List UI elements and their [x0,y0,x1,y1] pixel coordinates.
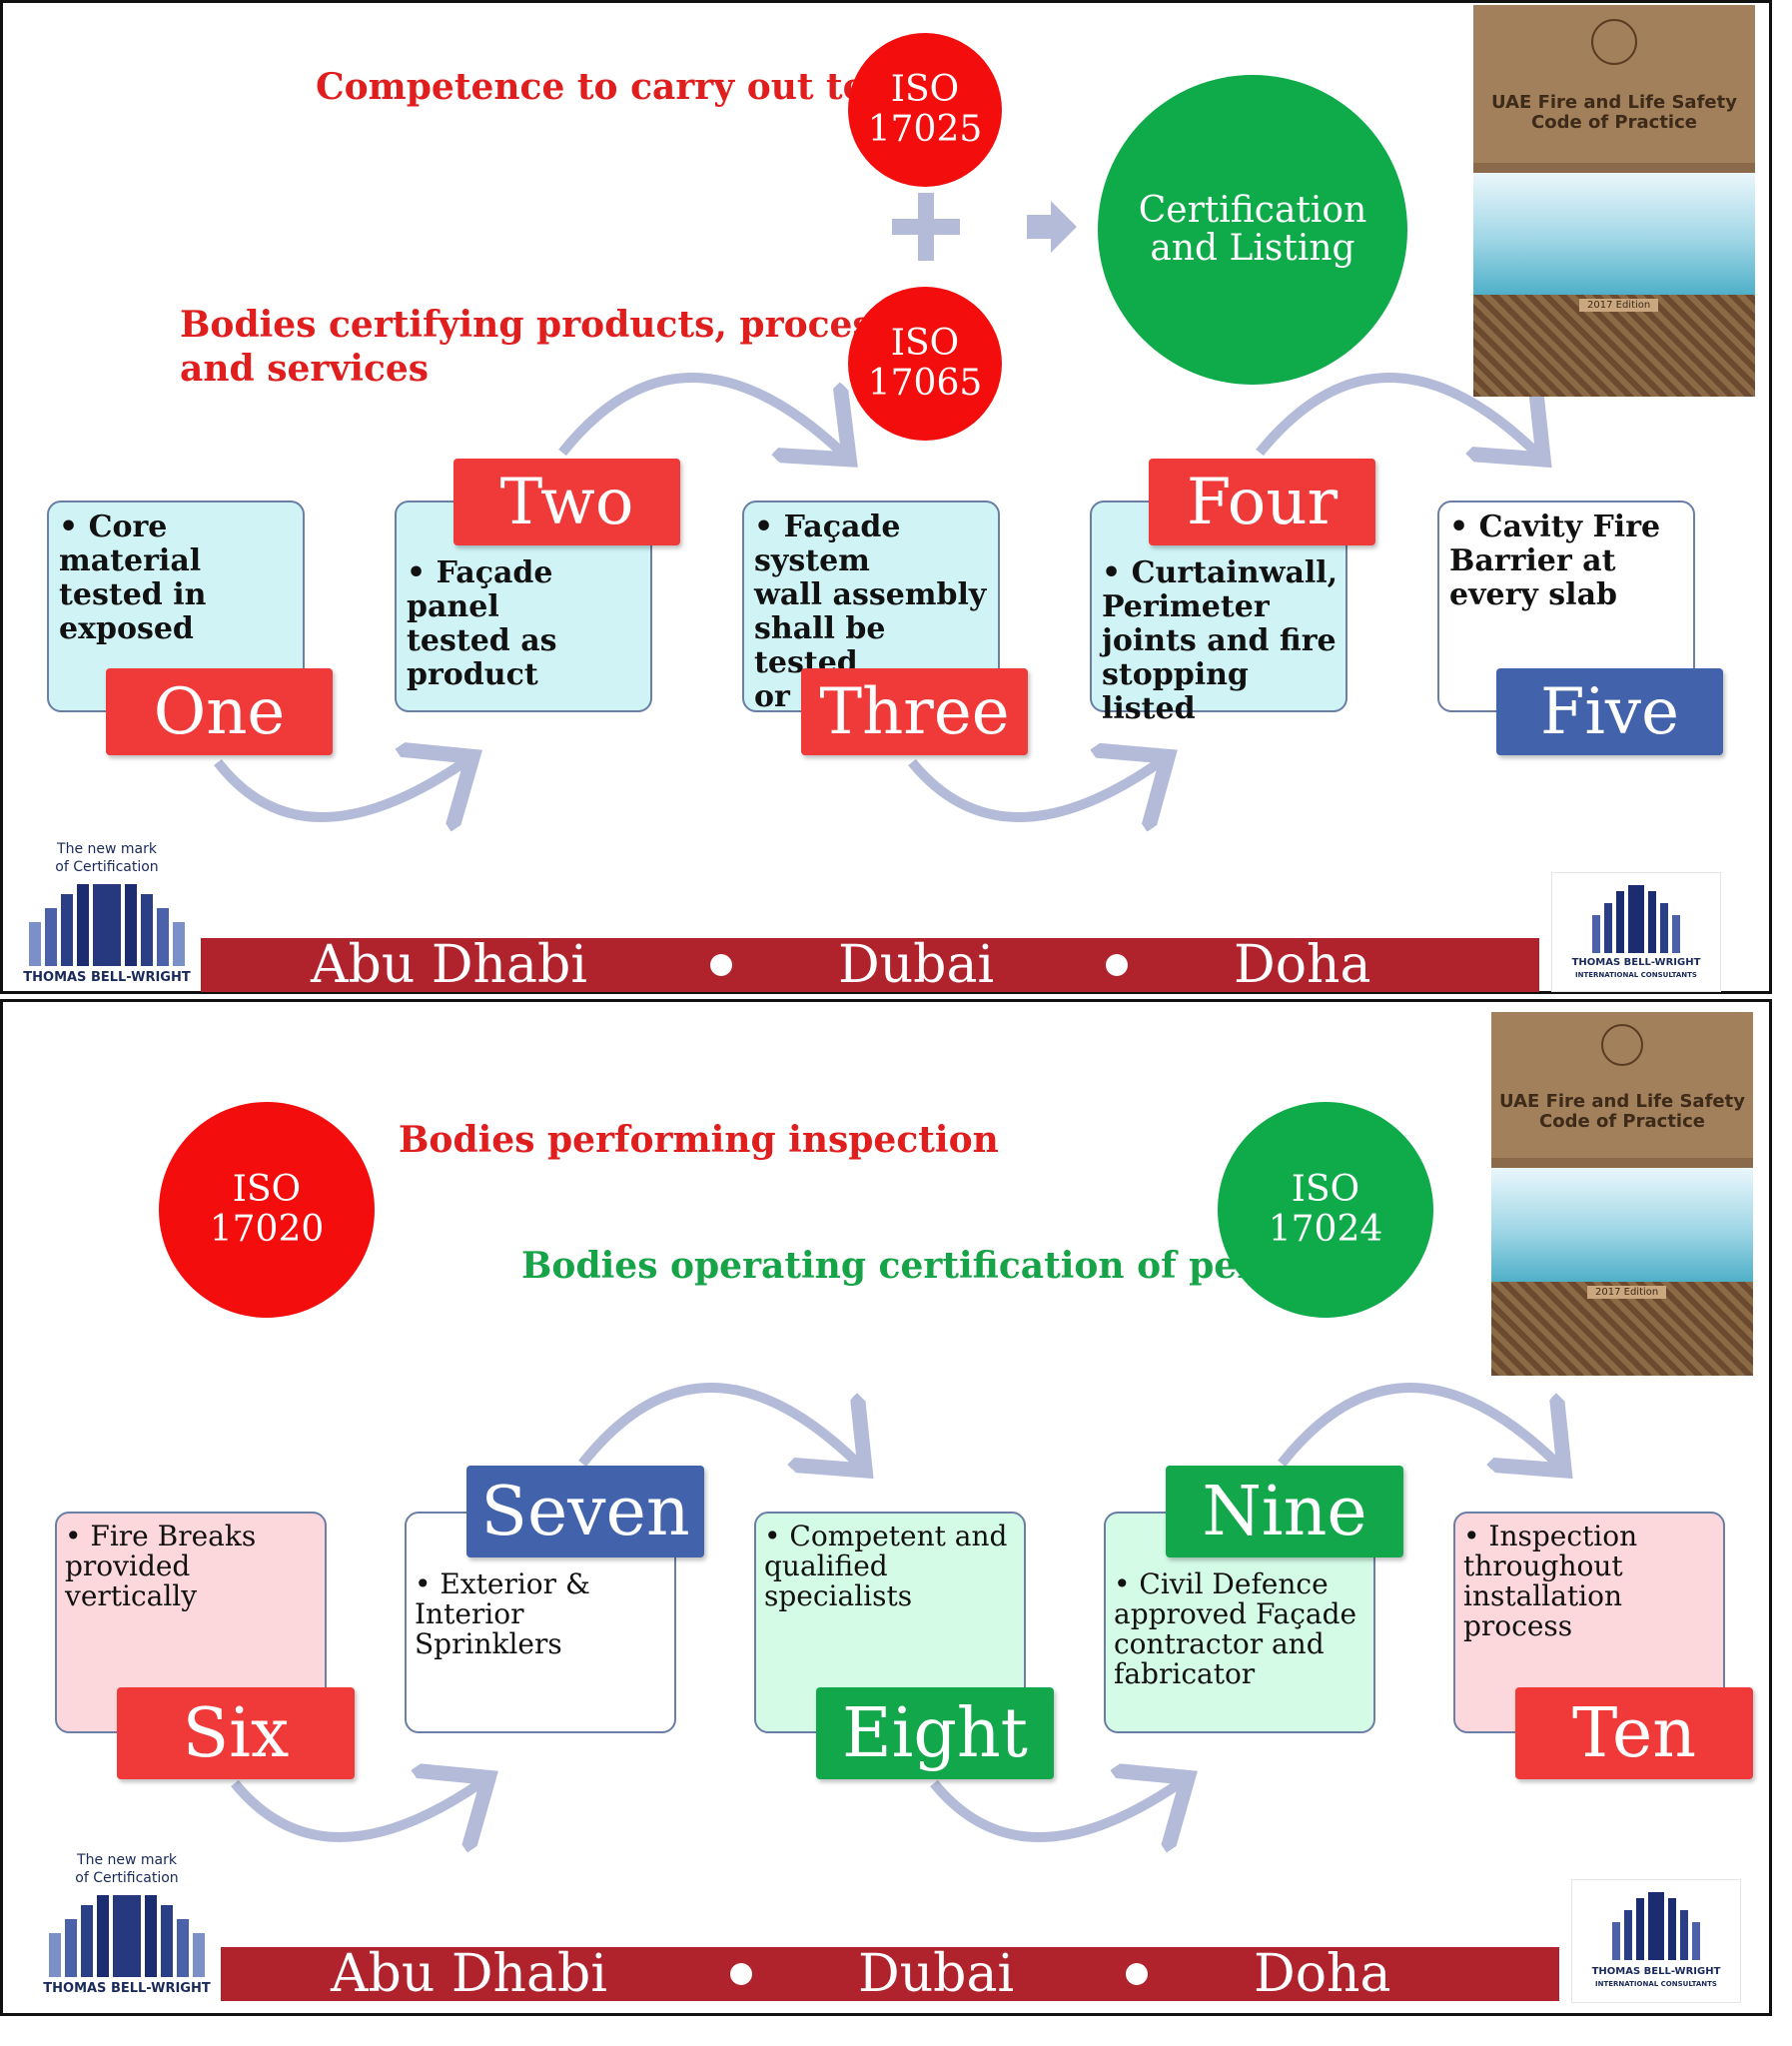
bodies-certifying-text: Bodies certifying products, processes an… [180,304,937,390]
building-logo-icon [1612,1892,1700,1960]
banner-dot [710,954,732,976]
banner-dot [730,1963,752,1985]
iso-17025-circle: ISO 17025 [848,33,1002,187]
arrow-eight-nine [930,1783,1180,1837]
book-title: UAE Fire and Life Safety Code of Practic… [1491,92,1737,133]
book-edition: 2017 Edition [1587,1286,1667,1299]
step-ten-text: • Inspection throughout installation pro… [1463,1520,1638,1642]
persons-text: Bodies operating certification of person… [521,1245,1346,1287]
step-three-label: Three [801,668,1028,755]
step-eight-label: Eight [816,1687,1054,1779]
iso-17024-circle: ISO 17024 [1218,1102,1433,1318]
logo-tagline: The new mark of Certification [55,841,159,875]
slide-1: Competence to carry out tests ISO 17025 … [0,0,1772,995]
step-four-label: Four [1149,459,1375,545]
step-seven-label: Seven [466,1466,704,1557]
emblem-icon [1601,1024,1643,1066]
certification-listing-label: Certification and Listing [1138,190,1367,269]
building-logo-icon [1592,885,1680,953]
arrow-four-five [1256,373,1536,453]
banner-city-abu-dhabi: Abu Dhabi [331,1944,607,2004]
flow-arrows [214,373,1771,992]
logo-left: The new mark of Certification THOMAS BEL… [23,840,191,990]
arrow-six-seven [231,1783,480,1837]
step-ten-label: Ten [1515,1687,1753,1779]
iso-17025-label: ISO 17025 [867,69,983,150]
arrow-three-four [908,762,1160,817]
building-logo-icon [49,1895,205,1977]
step-two-label: Two [453,459,680,545]
step-five-text: • Cavity Fire Barrier at every slab [1449,510,1661,612]
logo-right: THOMAS BELL-WRIGHT INTERNATIONAL CONSULT… [1571,1879,1741,2003]
banner-city-doha: Doha [1254,1944,1391,2004]
iso-17024-label: ISO 17024 [1268,1169,1383,1250]
step-eight-text: • Competent and qualified specialists [764,1520,1008,1612]
logo-tagline: The new mark of Certification [75,1852,179,1886]
step-seven-text: • Exterior & Interior Sprinklers [415,1567,590,1660]
logo-left: The new mark of Certification THOMAS BEL… [43,1851,211,2001]
building-logo-icon [29,884,185,966]
step-six-label: Six [117,1687,355,1779]
banner-city-dubai: Dubai [858,1944,1015,2004]
code-of-practice-book: UAE Fire and Life Safety Code of Practic… [1473,5,1755,397]
certification-listing-circle: Certification and Listing [1098,75,1407,385]
iso-17020-label: ISO 17020 [209,1169,325,1250]
logo-right-sub: INTERNATIONAL CONSULTANTS [1595,1980,1717,1988]
banner-city-dubai: Dubai [838,935,995,995]
banner-city-doha: Doha [1234,935,1371,995]
arrow-seven-eight [578,1383,858,1464]
logo-right-name: THOMAS BELL-WRIGHT [1571,957,1701,968]
emblem-icon [1591,19,1637,65]
city-skyline-image [1491,1168,1753,1282]
iso-17065-circle: ISO 17065 [848,287,1002,441]
plus-icon [892,193,960,261]
book-title: UAE Fire and Life Safety Code of Practic… [1499,1091,1745,1132]
flow-arrows [231,1383,1771,2011]
inspection-text: Bodies performing inspection [399,1119,999,1161]
step-one-label: One [106,668,333,755]
logo-right-name: THOMAS BELL-WRIGHT [1591,1966,1721,1977]
banner-dot [1126,1963,1148,1985]
step-four-text: • Curtainwall, Perimeter joints and fire… [1102,555,1339,726]
logo-left-name: THOMAS BELL-WRIGHT [43,1981,211,1996]
step-nine-text: • Civil Defence approved Façade contract… [1114,1567,1357,1690]
step-one-text: • Core material tested in exposed [59,510,207,646]
location-banner: Abu Dhabi Dubai Doha [221,1944,1559,2004]
slide-2: ISO 17020 Bodies performing inspection B… [0,999,1772,2016]
step-two-text: • Façade panel tested as product [407,555,557,692]
book-edition: 2017 Edition [1579,299,1659,312]
city-skyline-image [1473,173,1755,295]
step-nine-label: Nine [1166,1466,1403,1557]
logo-left-name: THOMAS BELL-WRIGHT [23,970,191,985]
logo-right-sub: INTERNATIONAL CONSULTANTS [1575,971,1697,979]
location-banner: Abu Dhabi Dubai Doha [201,935,1539,995]
banner-city-abu-dhabi: Abu Dhabi [311,935,587,995]
competence-text: Competence to carry out tests [316,66,923,108]
arrow-one-two [214,762,464,817]
iso-17065-label: ISO 17065 [867,323,983,404]
step-six-text: • Fire Breaks provided vertically [65,1520,257,1612]
logo-right: THOMAS BELL-WRIGHT INTERNATIONAL CONSULT… [1551,872,1721,992]
step-five-label: Five [1496,668,1723,755]
right-arrow-icon [1027,201,1077,253]
banner-dot [1106,954,1128,976]
arrow-two-three [558,373,842,453]
arrow-nine-ten [1278,1383,1557,1464]
code-of-practice-book: UAE Fire and Life Safety Code of Practic… [1491,1012,1753,1376]
iso-17020-circle: ISO 17020 [159,1102,375,1318]
